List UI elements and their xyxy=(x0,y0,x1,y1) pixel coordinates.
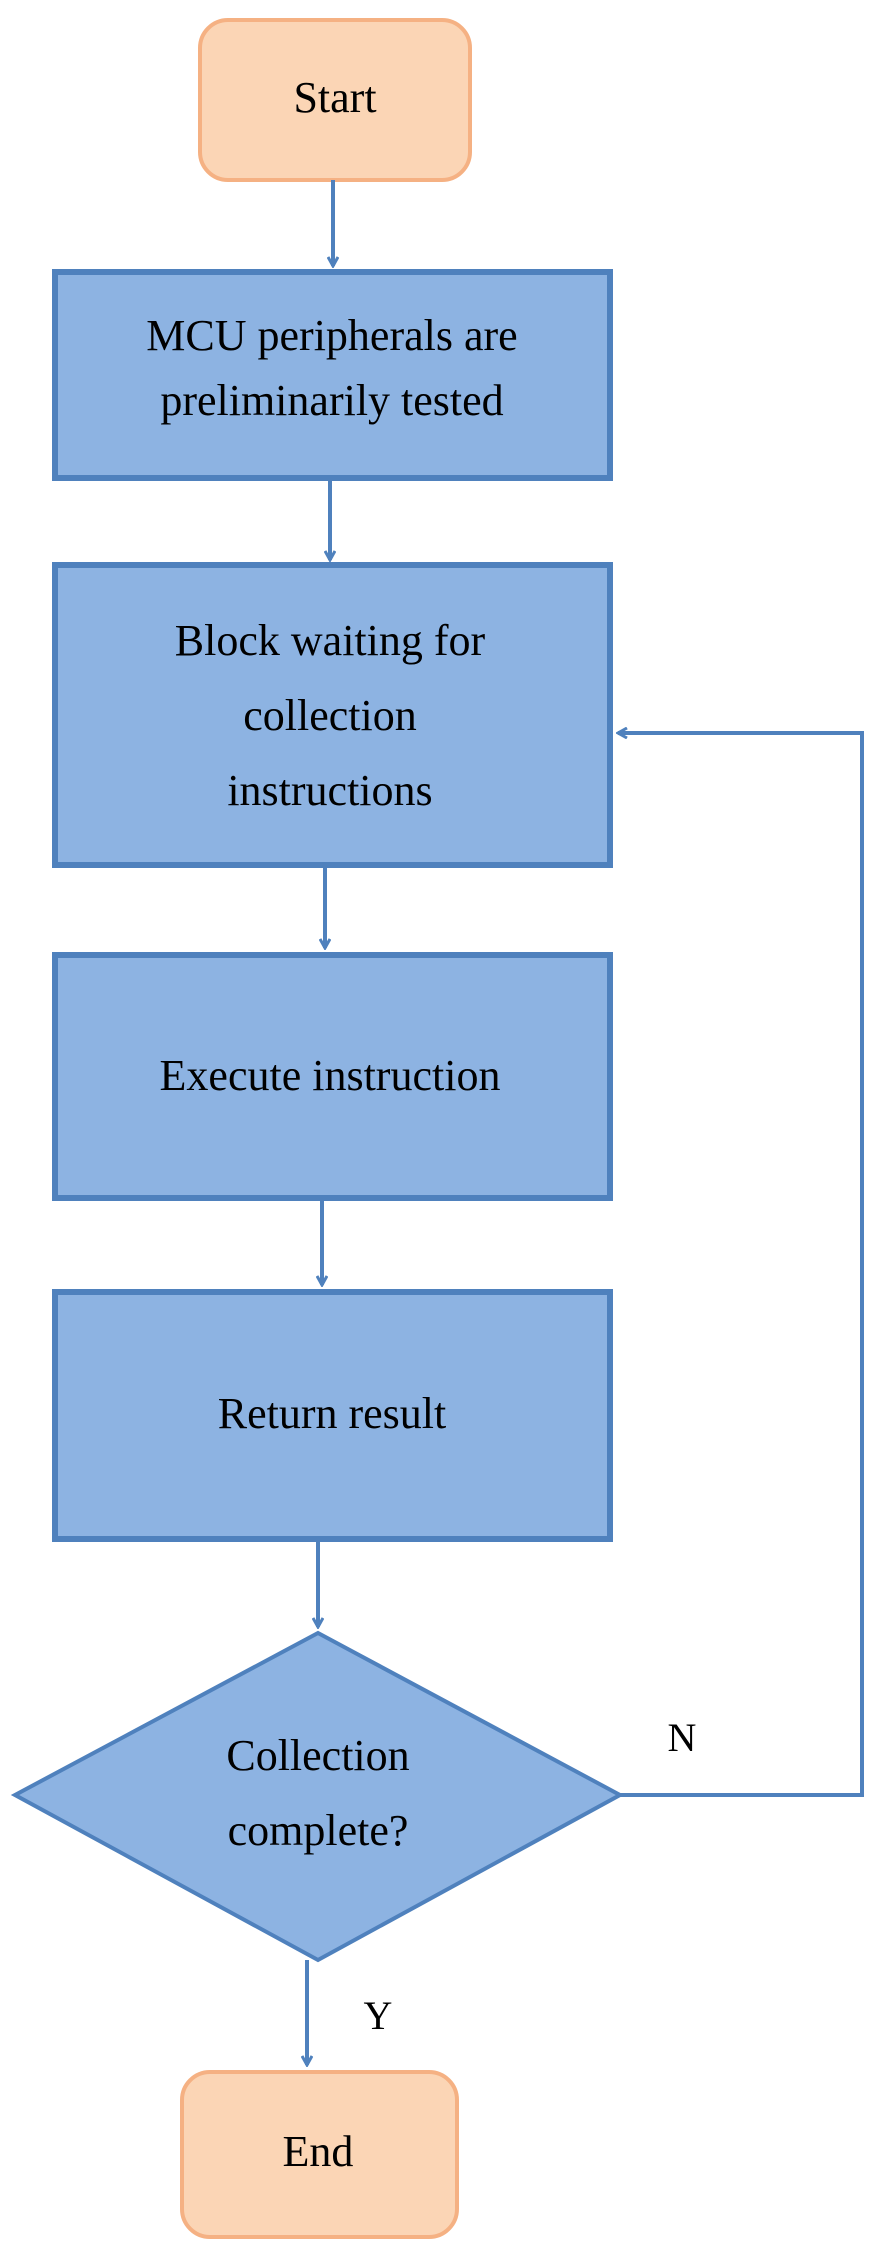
return-result-label: Return result xyxy=(218,1389,447,1438)
process-return-result: Return result xyxy=(52,1289,613,1542)
start-label: Start xyxy=(293,73,376,122)
end-label: End xyxy=(283,2127,354,2176)
start-node: Start xyxy=(198,18,472,182)
peripherals-test-line-2: preliminarily tested xyxy=(160,376,503,425)
no-label: N xyxy=(668,1715,697,1760)
decision-line-2: complete? xyxy=(228,1806,409,1855)
decision-collection-complete: Collection complete? xyxy=(10,1630,625,1963)
block-waiting-line-3: instructions xyxy=(227,766,432,815)
block-waiting-line-2: collection xyxy=(243,691,417,740)
end-node: End xyxy=(180,2070,459,2239)
execute-instruction-label: Execute instruction xyxy=(160,1051,501,1100)
process-peripherals-test: MCU peripherals are preliminarily tested xyxy=(52,269,613,481)
process-block-waiting: Block waiting for collection instruction… xyxy=(52,562,613,868)
yes-label: Y xyxy=(364,1993,393,2038)
peripherals-test-line-1: MCU peripherals are xyxy=(146,311,517,360)
process-execute-instruction: Execute instruction xyxy=(52,952,613,1201)
block-waiting-line-1: Block waiting for xyxy=(175,616,486,665)
decision-line-1: Collection xyxy=(226,1731,409,1780)
arrow-no-loop-back xyxy=(618,733,864,1797)
